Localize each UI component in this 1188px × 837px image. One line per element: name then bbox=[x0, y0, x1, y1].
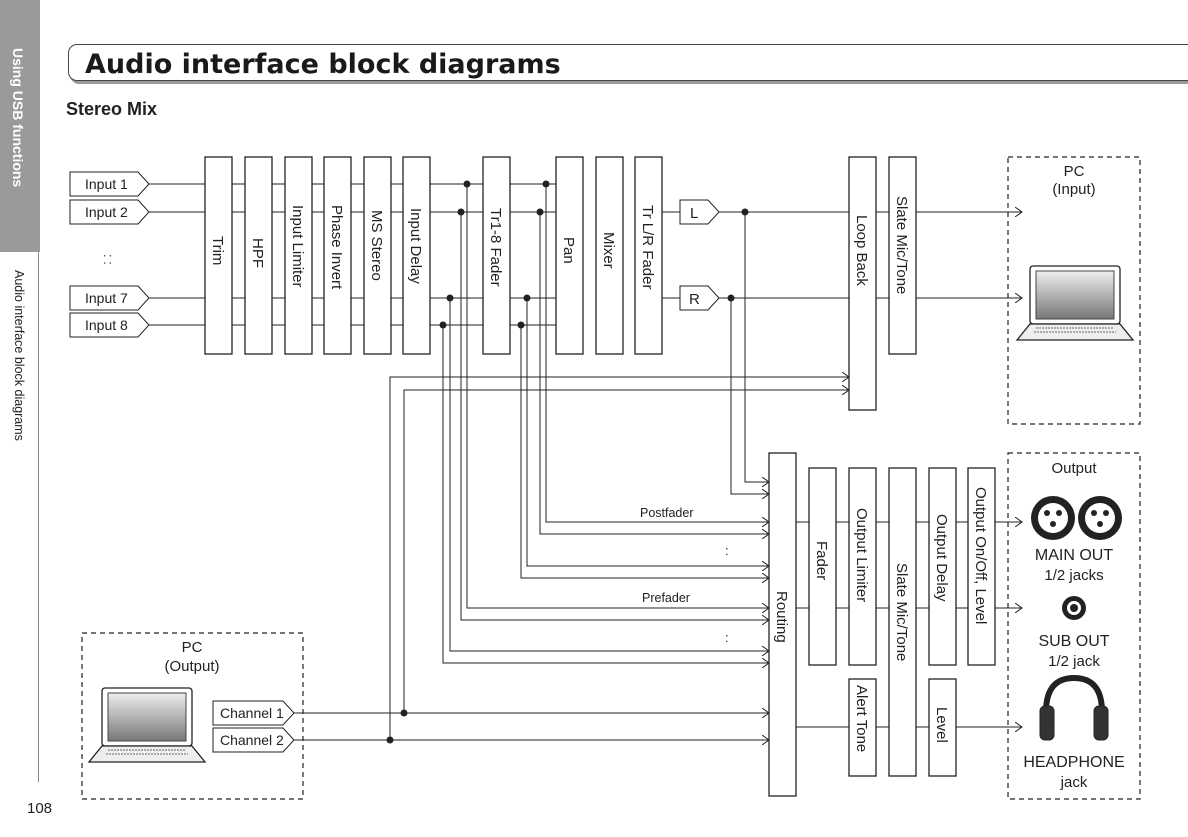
hpf-block bbox=[244, 156, 273, 355]
page-title-bar: Audio interface block diagrams bbox=[68, 44, 1188, 81]
right-bus-label: R bbox=[689, 291, 700, 308]
trim-label: Trim bbox=[209, 236, 226, 265]
pc-output-title: PC bbox=[182, 639, 203, 656]
fader-label: Fader bbox=[813, 541, 830, 580]
input-delay-block bbox=[402, 156, 431, 355]
slate-mic-tone-input-label: Slate Mic/Tone bbox=[893, 196, 910, 294]
slate-mic-tone-input-block bbox=[888, 156, 917, 355]
page-number: 108 bbox=[27, 800, 53, 817]
level-block bbox=[928, 678, 957, 777]
output-limiter-block bbox=[848, 467, 877, 666]
pc-output-subtitle: (Output) bbox=[164, 658, 219, 675]
output-onoff-level-block bbox=[967, 467, 996, 666]
headphones-icon bbox=[1039, 674, 1109, 741]
pc-input-title: PC bbox=[1064, 163, 1085, 180]
pc-output-box bbox=[81, 632, 304, 800]
ms-stereo-block bbox=[363, 156, 392, 355]
tr1-8-fader-label: Tr1-8 Fader bbox=[487, 208, 504, 287]
xlr-jack-icon bbox=[1078, 496, 1122, 540]
sub-out-label: SUB OUT bbox=[1038, 633, 1109, 650]
diagram-subtitle: Stereo Mix bbox=[66, 99, 158, 119]
left-bus-label: L bbox=[690, 205, 698, 222]
pc-input-subtitle: (Input) bbox=[1052, 181, 1095, 198]
sidebar-divider bbox=[38, 252, 39, 782]
input-8-tag bbox=[69, 312, 150, 338]
channel-1-tag bbox=[212, 700, 295, 726]
tr-lr-fader-block bbox=[634, 156, 663, 355]
routing-label: Routing bbox=[773, 591, 790, 643]
phase-invert-block bbox=[323, 156, 352, 355]
input-7-tag bbox=[69, 285, 150, 311]
sub-out-jack-label: 1/2 jack bbox=[1048, 653, 1100, 670]
trim-block bbox=[204, 156, 233, 355]
postfader-label: Postfader bbox=[640, 506, 694, 520]
loop-back-label: Loop Back bbox=[853, 215, 870, 286]
input-8-label: Input 8 bbox=[85, 317, 128, 333]
mixer-label: Mixer bbox=[600, 232, 617, 269]
headphone-jack-label: jack bbox=[1060, 774, 1088, 791]
sidebar-section-label: Using USB functions bbox=[10, 48, 26, 188]
phase-invert-label: Phase Invert bbox=[328, 205, 345, 290]
tr1-8-fader-block bbox=[482, 156, 511, 355]
tr-lr-fader-label: Tr L/R Fader bbox=[639, 205, 656, 289]
input-delay-label: Input Delay bbox=[407, 208, 424, 284]
loop-back-block bbox=[848, 156, 877, 411]
input-limiter-label: Input Limiter bbox=[289, 205, 306, 288]
output-onoff-level-label: Output On/Off, Level bbox=[972, 487, 989, 624]
pan-block bbox=[555, 156, 584, 355]
prefader-label: Prefader bbox=[642, 591, 690, 605]
input-ellipsis: : : bbox=[101, 254, 116, 265]
hpf-label: HPF bbox=[249, 238, 266, 268]
input-2-tag bbox=[69, 199, 150, 225]
channel-2-label: Channel 2 bbox=[220, 732, 284, 748]
headphone-label: HEADPHONE bbox=[1023, 754, 1124, 771]
page-title: Audio interface block diagrams bbox=[85, 49, 561, 80]
postfader-ellipsis: : bbox=[725, 543, 729, 558]
mixer-block bbox=[595, 156, 624, 355]
laptop-icon bbox=[87, 687, 207, 763]
output-title: Output bbox=[1051, 460, 1097, 477]
sidebar-subsection-label: Audio interface block diagrams bbox=[12, 270, 26, 441]
input-2-label: Input 2 bbox=[85, 204, 128, 220]
phone-jack-icon bbox=[1062, 596, 1086, 620]
alert-tone-label: Alert Tone bbox=[853, 685, 870, 752]
input-1-label: Input 1 bbox=[85, 176, 128, 192]
left-bus-tag bbox=[679, 199, 720, 225]
fader-block bbox=[808, 467, 837, 666]
input-1-tag bbox=[69, 171, 150, 197]
routing-block bbox=[768, 452, 797, 797]
pan-label: Pan bbox=[560, 237, 577, 264]
channel-1-label: Channel 1 bbox=[220, 705, 284, 721]
prefader-ellipsis: : bbox=[725, 630, 729, 645]
slate-mic-tone-output-block bbox=[888, 467, 917, 777]
channel-2-tag bbox=[212, 727, 295, 753]
laptop-icon bbox=[1015, 265, 1135, 341]
slate-mic-tone-output-label: Slate Mic/Tone bbox=[893, 563, 910, 661]
alert-tone-block bbox=[848, 678, 877, 777]
output-box bbox=[1007, 452, 1141, 800]
ms-stereo-label: MS Stereo bbox=[368, 210, 385, 281]
main-out-label: MAIN OUT bbox=[1035, 547, 1113, 564]
output-delay-label: Output Delay bbox=[933, 514, 950, 602]
level-label: Level bbox=[933, 707, 950, 743]
pc-input-box bbox=[1007, 156, 1141, 425]
output-delay-block bbox=[928, 467, 957, 666]
input-7-label: Input 7 bbox=[85, 290, 128, 306]
right-bus-tag bbox=[679, 285, 720, 311]
sidebar-tab bbox=[0, 0, 40, 252]
main-out-jacks-label: 1/2 jacks bbox=[1044, 567, 1103, 584]
input-limiter-block bbox=[284, 156, 313, 355]
xlr-jack-icon bbox=[1031, 496, 1075, 540]
output-limiter-label: Output Limiter bbox=[853, 508, 870, 602]
